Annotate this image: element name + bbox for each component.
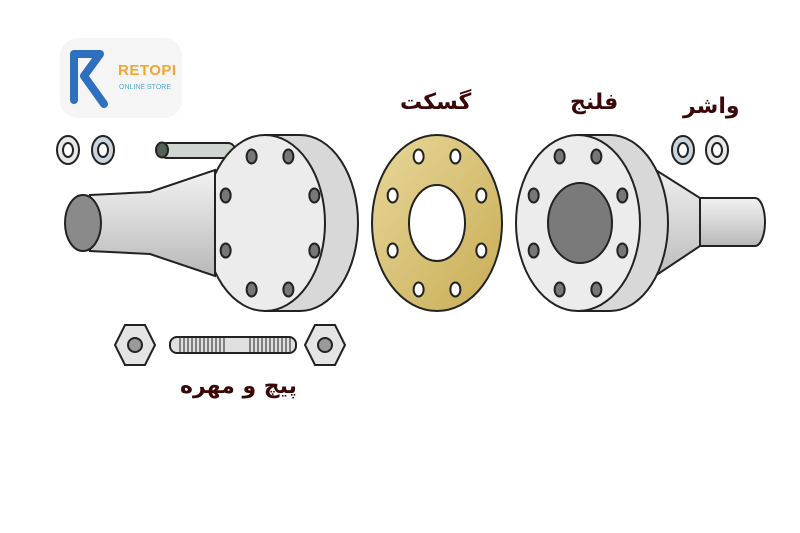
- bolt-hole: [412, 281, 425, 298]
- stud-bolt: [169, 336, 297, 354]
- bolt-hole: [386, 187, 399, 204]
- washer-left-1: [56, 135, 80, 165]
- washer-right-1: [671, 135, 695, 165]
- bolt-hole: [616, 187, 629, 204]
- bolt-hole: [449, 148, 462, 165]
- washer-left-2: [91, 135, 115, 165]
- label-bolt-nut: پیچ و مهره: [180, 374, 297, 399]
- bolt-hole: [475, 187, 488, 204]
- bolt-hole: [219, 187, 232, 204]
- nut-right: [303, 324, 347, 366]
- bolt-hole: [412, 148, 425, 165]
- bolt-hole: [245, 148, 258, 165]
- logo-name: RETOPI: [118, 62, 177, 79]
- left-flange: [64, 134, 359, 312]
- logo-tagline: ONLINE STORE: [119, 84, 171, 91]
- bolt-hole: [449, 281, 462, 298]
- bolt-hole: [308, 187, 321, 204]
- bolt-hole: [245, 281, 258, 298]
- retopi-r-icon: [70, 50, 108, 108]
- bolt-hole: [475, 242, 488, 259]
- washer-right-2: [705, 135, 729, 165]
- bolt-hole: [553, 281, 566, 298]
- bolt-hole: [527, 242, 540, 259]
- bolt-hole: [219, 242, 232, 259]
- bolt-hole: [308, 242, 321, 259]
- bolt-hole: [527, 187, 540, 204]
- label-gasket: گسکت: [400, 90, 472, 115]
- bolt-hole: [282, 148, 295, 165]
- bolt-hole: [616, 242, 629, 259]
- bolt-hole: [553, 148, 566, 165]
- bolt-hole: [282, 281, 295, 298]
- bolt-hole: [590, 148, 603, 165]
- right-flange: [515, 134, 766, 312]
- rod: [155, 141, 236, 159]
- nut-left: [113, 324, 157, 366]
- retopi-logo: RETOPI ONLINE STORE: [60, 38, 182, 118]
- label-flange: فلنج: [570, 90, 619, 115]
- bolt-hole: [590, 281, 603, 298]
- bolt-hole: [386, 242, 399, 259]
- label-washer: واشر: [683, 94, 740, 119]
- gasket: [371, 134, 503, 312]
